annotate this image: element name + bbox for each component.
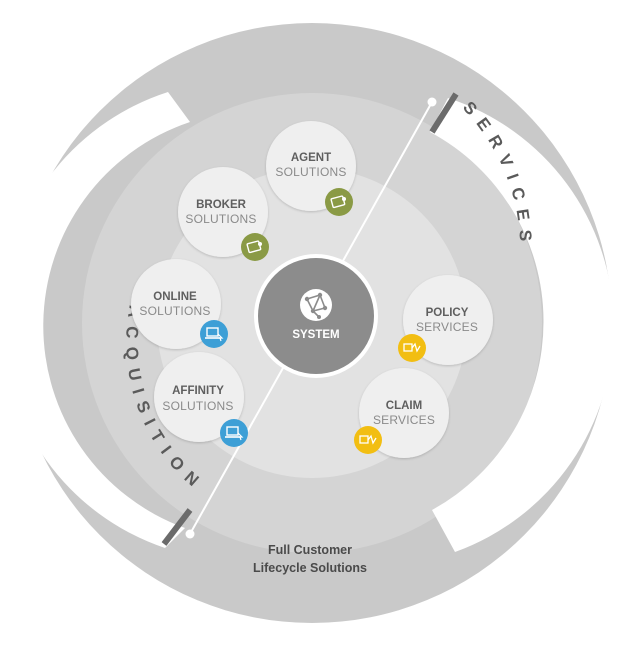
- node-affinity[interactable]: AFFINITY SOLUTIONS: [154, 352, 244, 442]
- laptop-touch-icon: [200, 320, 228, 348]
- tablet-touch-icon: [325, 188, 353, 216]
- acquisition-bar-cap: [161, 508, 193, 546]
- svg-text:BROKER: BROKER: [196, 199, 247, 211]
- center-system[interactable]: SYSTEM: [254, 254, 378, 378]
- node-online[interactable]: ONLINE SOLUTIONS: [131, 259, 221, 349]
- svg-text:SOLUTIONS: SOLUTIONS: [185, 212, 256, 226]
- svg-text:AFFINITY: AFFINITY: [172, 385, 224, 397]
- svg-text:SOLUTIONS: SOLUTIONS: [162, 399, 233, 413]
- footer-line-2: Lifecycle Solutions: [253, 561, 367, 575]
- node-agent[interactable]: AGENT SOLUTIONS: [266, 121, 356, 211]
- truck-pulse-icon: [398, 334, 426, 362]
- node-claim[interactable]: CLAIM SERVICES: [359, 368, 449, 458]
- svg-text:AGENT: AGENT: [291, 152, 331, 164]
- truck-pulse-icon: [354, 426, 382, 454]
- footer-line-1: Full Customer: [268, 543, 352, 557]
- services-bar-cap: [429, 92, 459, 134]
- services-arc-band: [430, 98, 614, 552]
- svg-text:POLICY: POLICY: [426, 307, 469, 319]
- connector-end-top: [427, 97, 437, 107]
- tablet-touch-icon: [241, 233, 269, 261]
- svg-text:SOLUTIONS: SOLUTIONS: [139, 304, 210, 318]
- svg-text:SERVICES: SERVICES: [416, 320, 478, 334]
- svg-text:ONLINE: ONLINE: [153, 291, 197, 303]
- svg-text:SYSTEM: SYSTEM: [292, 329, 339, 341]
- connector-end-bottom: [185, 529, 195, 539]
- svg-text:SERVICES: SERVICES: [373, 413, 435, 427]
- svg-text:SOLUTIONS: SOLUTIONS: [275, 165, 346, 179]
- acquisition-arc-band: [1, 92, 191, 548]
- node-broker[interactable]: BROKER SOLUTIONS: [178, 167, 268, 257]
- svg-text:CLAIM: CLAIM: [386, 400, 422, 412]
- globe-network-icon: [300, 289, 332, 321]
- node-policy[interactable]: POLICY SERVICES: [403, 275, 493, 365]
- laptop-touch-icon: [220, 419, 248, 447]
